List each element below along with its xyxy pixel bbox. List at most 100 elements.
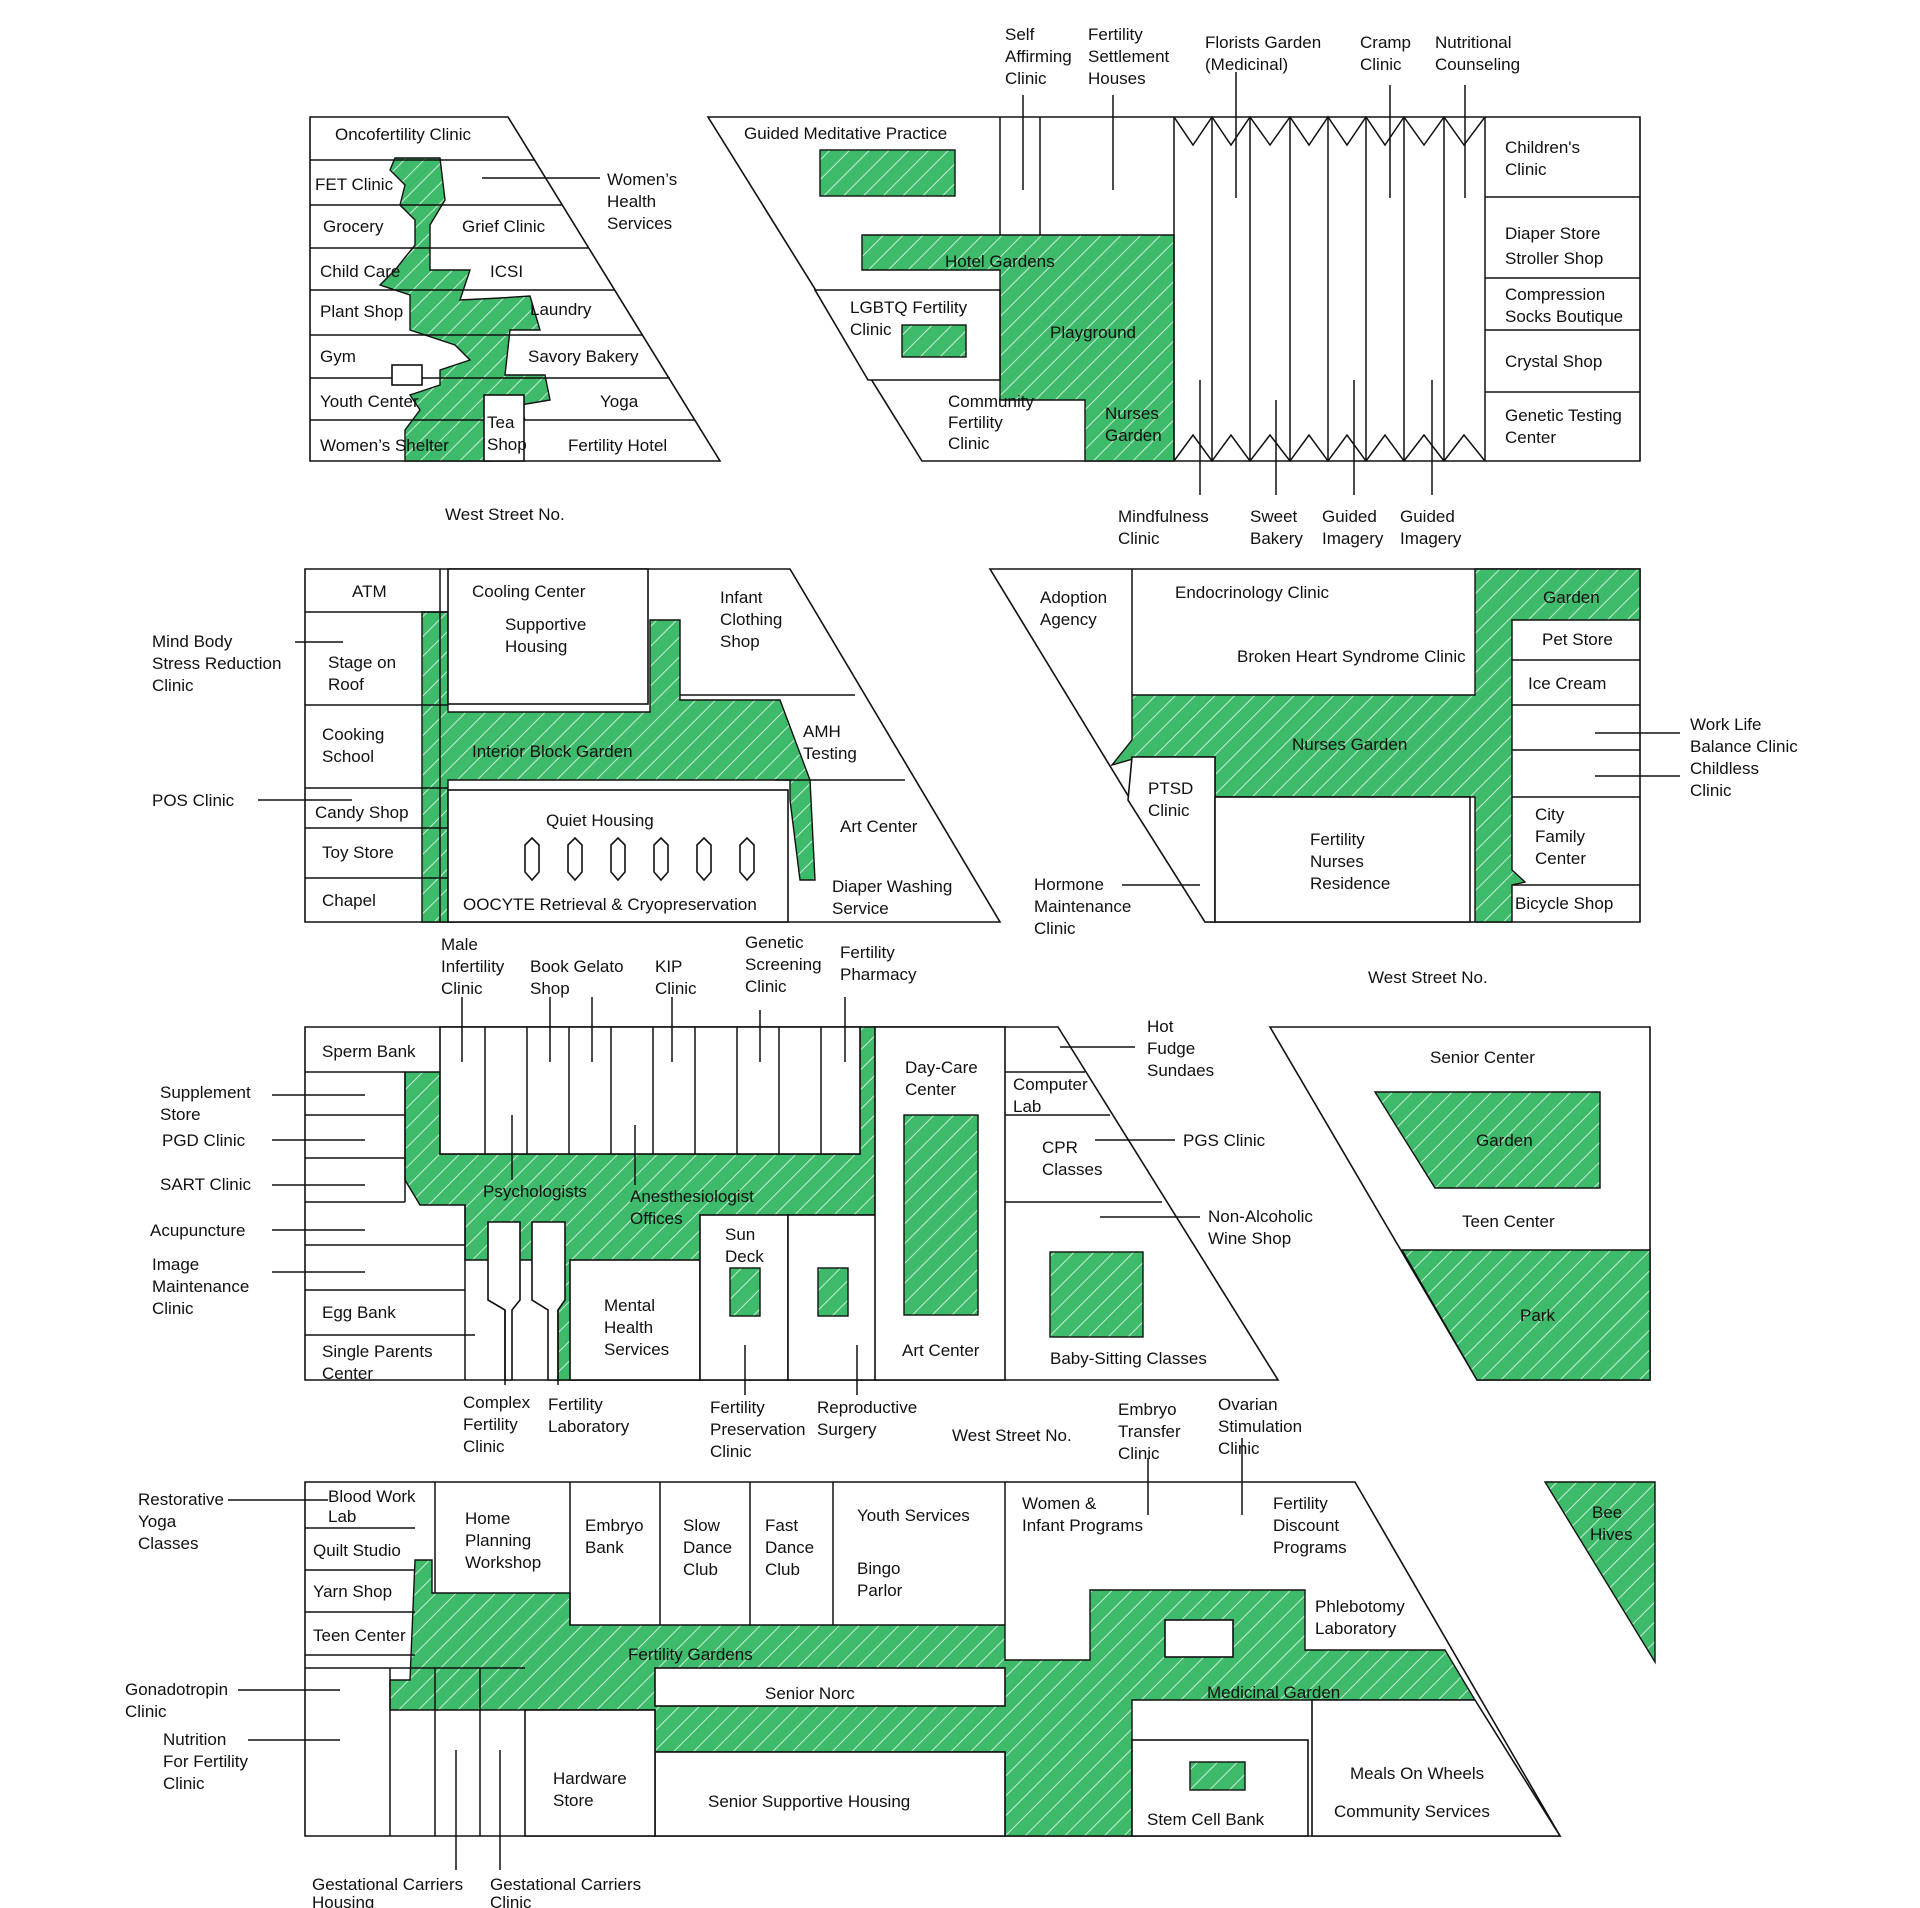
childrens-clinic-label-2: Clinic: [1505, 160, 1547, 179]
computer-lab-label-2: Lab: [1013, 1097, 1041, 1116]
women-infant-label-2: Infant Programs: [1022, 1516, 1143, 1535]
endocrinology-label: Endocrinology Clinic: [1175, 583, 1330, 602]
bee-hives-block: Bee Hives: [1543, 1481, 1656, 1665]
gc-housing-label-1: Gestational Carriers: [312, 1875, 463, 1894]
medicinal-garden-label: Medicinal Garden: [1207, 1683, 1340, 1702]
supplement-store-label-1: Supplement: [160, 1083, 251, 1102]
quiet-housing-label: Quiet Housing: [546, 811, 654, 830]
work-life-label-2: Balance Clinic: [1690, 737, 1798, 756]
yarn-shop-label: Yarn Shop: [313, 1582, 392, 1601]
ovarian-stimulation-label-2: Stimulation: [1218, 1417, 1302, 1436]
diaper-store-label: Diaper Store: [1505, 224, 1600, 243]
pgd-clinic-label: PGD Clinic: [162, 1131, 246, 1150]
anesthesiologist-label-2: Offices: [630, 1209, 683, 1228]
self-affirming-label-3: Clinic: [1005, 69, 1047, 88]
genetic-testing-label-1: Genetic Testing: [1505, 406, 1622, 425]
sart-clinic-label: SART Clinic: [160, 1175, 252, 1194]
fertility-nurses-residence-label-3: Residence: [1310, 874, 1390, 893]
slow-dance-label-1: Slow: [683, 1516, 721, 1535]
blood-work-label-2: Lab: [328, 1507, 356, 1526]
interior-block-garden-label: Interior Block Garden: [472, 742, 633, 761]
candy-shop-label: Candy Shop: [315, 803, 409, 822]
city-family-label-3: Center: [1535, 849, 1586, 868]
book-gelato-label-1: Book Gelato: [530, 957, 624, 976]
sun-deck-label-2: Deck: [725, 1247, 764, 1266]
art-center-label: Art Center: [902, 1341, 980, 1360]
sweet-bakery-label-2: Bakery: [1250, 529, 1303, 548]
phlebotomy-label-2: Laboratory: [1315, 1619, 1397, 1638]
work-life-label-1: Work Life: [1690, 715, 1762, 734]
yoga-label: Yoga: [600, 392, 639, 411]
city-family-label-2: Family: [1535, 827, 1586, 846]
hardware-store-label-1: Hardware: [553, 1769, 627, 1788]
restorative-yoga-label-2: Yoga: [138, 1512, 177, 1531]
quilt-studio-label: Quilt Studio: [313, 1541, 401, 1560]
tea-shop-label-2: Shop: [487, 435, 527, 454]
hot-fudge-label-1: Hot: [1147, 1017, 1174, 1036]
garden-label: Garden: [1476, 1131, 1533, 1150]
kip-clinic-label-1: KIP: [655, 957, 682, 976]
city-family-label-1: City: [1535, 805, 1565, 824]
settlement-houses-label-1: Fertility: [1088, 25, 1143, 44]
embryo-bank-label-1: Embryo: [585, 1516, 644, 1535]
nutritional-counseling-label-2: Counseling: [1435, 55, 1520, 74]
bee-hives-label-1: Bee: [1592, 1503, 1622, 1522]
youth-center-label: Youth Center: [320, 392, 419, 411]
self-affirming-label-2: Affirming: [1005, 47, 1072, 66]
guided-practice-garden: [819, 149, 956, 197]
toy-store-label: Toy Store: [322, 843, 394, 862]
embryo-transfer-label-1: Embryo: [1118, 1400, 1177, 1419]
sweet-bakery-label-1: Sweet: [1250, 507, 1298, 526]
florists-garden-strips: [1173, 115, 1486, 463]
stage-on-roof-label-1: Stage on: [328, 653, 396, 672]
sun-deck-label-1: Sun: [725, 1225, 755, 1244]
reproductive-surgery-label-2: Surgery: [817, 1420, 877, 1439]
egg-bank-label: Egg Bank: [322, 1303, 396, 1322]
savory-bakery-label: Savory Bakery: [528, 347, 639, 366]
womens-shelter-label: Women’s Shelter: [320, 436, 449, 455]
child-care-label: Child Care: [320, 262, 400, 281]
block-4: Adoption Agency Endocrinology Clinic Bro…: [988, 568, 1798, 987]
mental-health-label-2: Health: [604, 1318, 653, 1337]
home-planning-label-3: Workshop: [465, 1553, 541, 1572]
fertility-laboratory-label-1: Fertility: [548, 1395, 603, 1414]
hotel-gardens-label: Hotel Gardens: [945, 252, 1055, 271]
fast-dance-label-2: Dance: [765, 1538, 814, 1557]
image-maintenance-label-1: Image: [152, 1255, 199, 1274]
fertility-nurses-residence-box: [1214, 796, 1471, 923]
non-alcoholic-label-1: Non-Alcoholic: [1208, 1207, 1313, 1226]
hot-fudge-label-3: Sundaes: [1147, 1061, 1214, 1080]
nurses-garden-label: Nurses Garden: [1292, 735, 1407, 754]
slow-dance-label-2: Dance: [683, 1538, 732, 1557]
computer-lab-label-1: Computer: [1013, 1075, 1088, 1094]
mental-health-label-1: Mental: [604, 1296, 655, 1315]
cooking-school-label-2: School: [322, 747, 374, 766]
stage-on-roof-label-2: Roof: [328, 675, 364, 694]
teen-center-label: Teen Center: [1462, 1212, 1555, 1231]
psychologists-comb-box: [439, 1026, 861, 1155]
diaper-washing-label-2: Service: [832, 899, 889, 918]
fertility-pharmacy-label-2: Pharmacy: [840, 965, 917, 984]
guided-imagery-2-label-1: Guided: [1400, 507, 1455, 526]
fast-dance-label-3: Club: [765, 1560, 800, 1579]
fertility-gardens-label: Fertility Gardens: [628, 1645, 753, 1664]
complex-fertility-clinic-wing: [487, 1221, 521, 1381]
diaper-washing-label-1: Diaper Washing: [832, 877, 952, 896]
anesthesiologist-label-1: Anesthesiologist: [630, 1187, 754, 1206]
blood-work-label-1: Blood Work: [328, 1487, 416, 1506]
ovarian-stimulation-label-1: Ovarian: [1218, 1395, 1278, 1414]
hardware-store-box: [524, 1709, 656, 1837]
pos-clinic-label: POS Clinic: [152, 791, 235, 810]
street-label-3: West Street No.: [952, 1426, 1072, 1445]
self-affirming-label-1: Self: [1005, 25, 1035, 44]
stroller-shop-label: Stroller Shop: [1505, 249, 1603, 268]
nutritional-counseling-label-1: Nutritional: [1435, 33, 1512, 52]
guided-imagery-2-label-2: Imagery: [1400, 529, 1462, 548]
home-planning-label-1: Home: [465, 1509, 510, 1528]
guided-practice-label: Guided Meditative Practice: [744, 124, 947, 143]
garden-label: Garden: [1543, 588, 1600, 607]
oncofertility-clinic-label: Oncofertility Clinic: [335, 125, 472, 144]
supportive-housing-label-2: Housing: [505, 637, 567, 656]
childless-clinic-label-1: Childless: [1690, 759, 1759, 778]
